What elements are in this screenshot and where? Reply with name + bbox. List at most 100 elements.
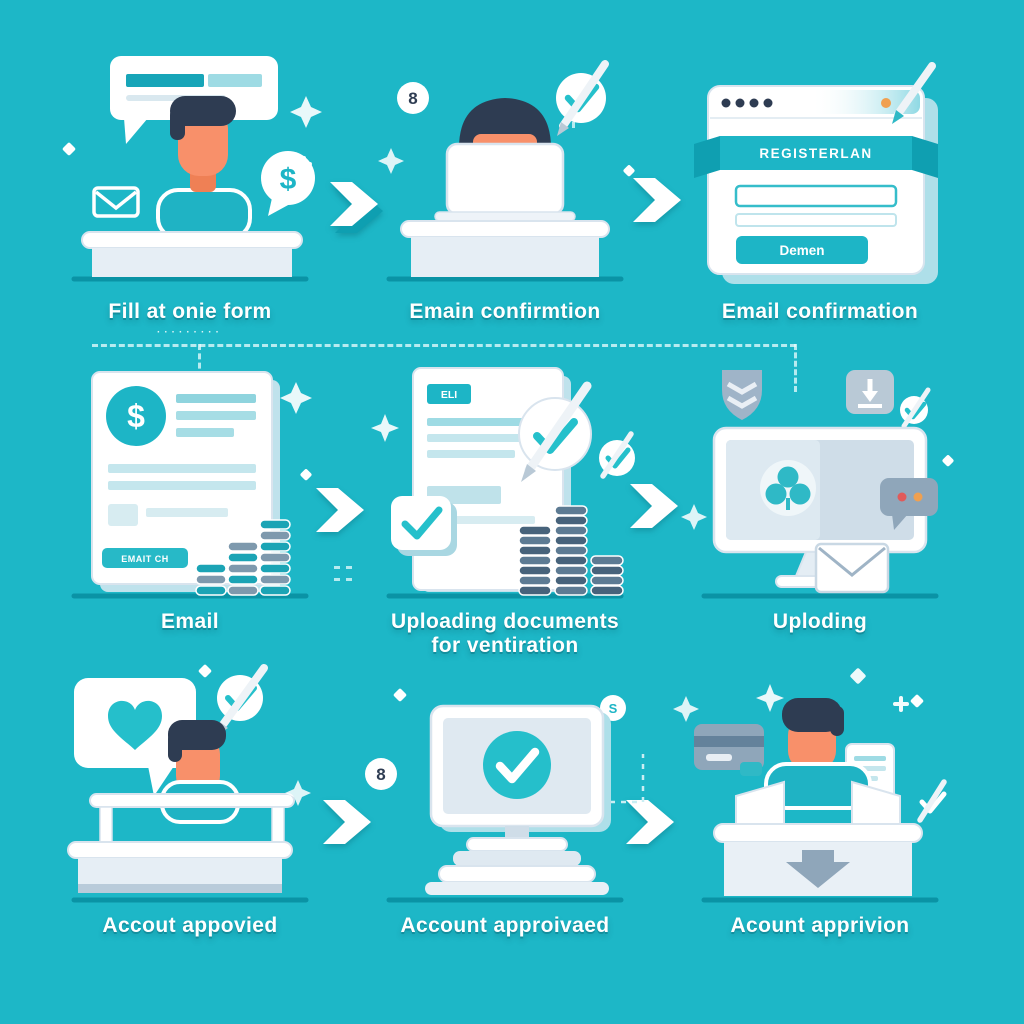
bubble-tail [892,514,908,530]
coin [259,552,291,563]
dashed-connector-horizontal [92,344,796,347]
sparkle-icon [393,688,407,702]
document-tag [427,384,471,404]
badge-number: 8 [408,89,417,108]
arrow-shape [626,800,674,844]
coin [590,575,624,586]
alert-dot-orange [913,492,923,502]
panel-caption: Uploading documents for ventiration [390,610,620,658]
coin [227,574,259,585]
pen-tip [557,122,569,136]
desk [400,220,610,277]
alert-dot-red [897,492,907,502]
speech-bubble [110,56,278,144]
sparkle-icon [285,780,311,806]
desk-top [400,220,610,238]
pen-icon [892,62,936,124]
topbar-gradient [810,90,920,114]
banner-ribbon: REGISTERLAN [694,136,938,178]
coin [259,519,291,530]
sparkle-icon [371,414,399,442]
heart-icon [108,700,162,750]
pen [894,62,936,118]
dashed-connector-vertical [198,344,201,378]
coin [259,530,291,541]
arrow-shape [630,484,678,528]
panel-caption: Account approivaed [400,914,610,937]
coin [518,585,552,596]
pedestal-step [425,882,609,895]
number-badge: 8 [365,758,397,790]
card-stripe [694,736,764,747]
flow-arrow-icon [626,800,674,844]
banner-text: REGISTERLAN [759,146,872,161]
panel-caption: Acount apprivion [730,914,910,937]
coin [518,525,552,536]
pen-tip [892,110,904,124]
document-label [102,548,188,568]
panel-caption: Fill at onie form [108,300,272,323]
coin [554,545,588,556]
card-slot [706,754,732,761]
desk-front [92,248,292,277]
badge-number: 8 [376,765,385,784]
shield-stripe [726,381,758,395]
coin [590,565,624,576]
coin [554,555,588,566]
document-line [146,508,228,517]
number-badge: 8 [397,82,429,114]
sparkle-icon [623,165,635,177]
browser-dot [735,98,745,108]
laptop-base [434,211,576,222]
coin [554,535,588,546]
flow-arrow-icon [633,178,681,222]
panel-caption: Uploding [772,610,868,633]
small-checkmark-pen-icon [599,431,635,479]
document-label-text: EMAIT CH [121,554,169,564]
browser-dot-orange [881,98,891,108]
person-hair [170,96,236,126]
document-tag-text: ELI [441,389,457,401]
sparkle-icon [910,694,924,708]
document: $ EMAIT CH [91,371,273,585]
coin [590,555,624,566]
panel-document-illustration: $ EMAIT CH [71,371,312,599]
coin-stacks-icon [518,505,624,596]
person-shirt [764,762,872,810]
desk [81,231,303,277]
document-line [427,418,545,426]
pen [600,431,634,479]
browser-dot [721,98,731,108]
banner-wing [912,136,938,178]
pen-tip [521,464,536,482]
desk-top [81,231,303,249]
coin [518,545,552,556]
download-tray-icon [846,370,894,414]
coin-stacks-icon [195,519,291,596]
coin [590,585,624,596]
panel-caption: Accout appovied [102,914,278,937]
panel-email-confirmation-1: 8 Emain confirmtion [345,48,665,324]
coin [227,541,259,552]
dashed-tick [334,566,352,569]
desk-top [713,823,923,843]
checkmark [919,791,947,814]
pen [917,779,947,823]
panel-account-approval: Acount apprivion [660,662,980,938]
dollar-circle-icon [106,386,166,446]
panel-monitor-check-illustration: 8 S [365,688,645,903]
panel-email-document: $ EMAIT CH [30,358,350,634]
counter-rail [89,793,295,846]
card-tag [740,762,762,776]
coin [554,525,588,536]
check-circle-icon [483,731,551,799]
panel-browser-illustration: REGISTERLAN Demen [694,62,938,284]
pen [218,664,268,730]
coin [227,552,259,563]
coin [259,574,291,585]
person-face [176,736,220,794]
panel-uploading-monitor: Uploding [660,358,980,634]
desk [67,841,293,893]
monitor-icon [425,704,609,895]
